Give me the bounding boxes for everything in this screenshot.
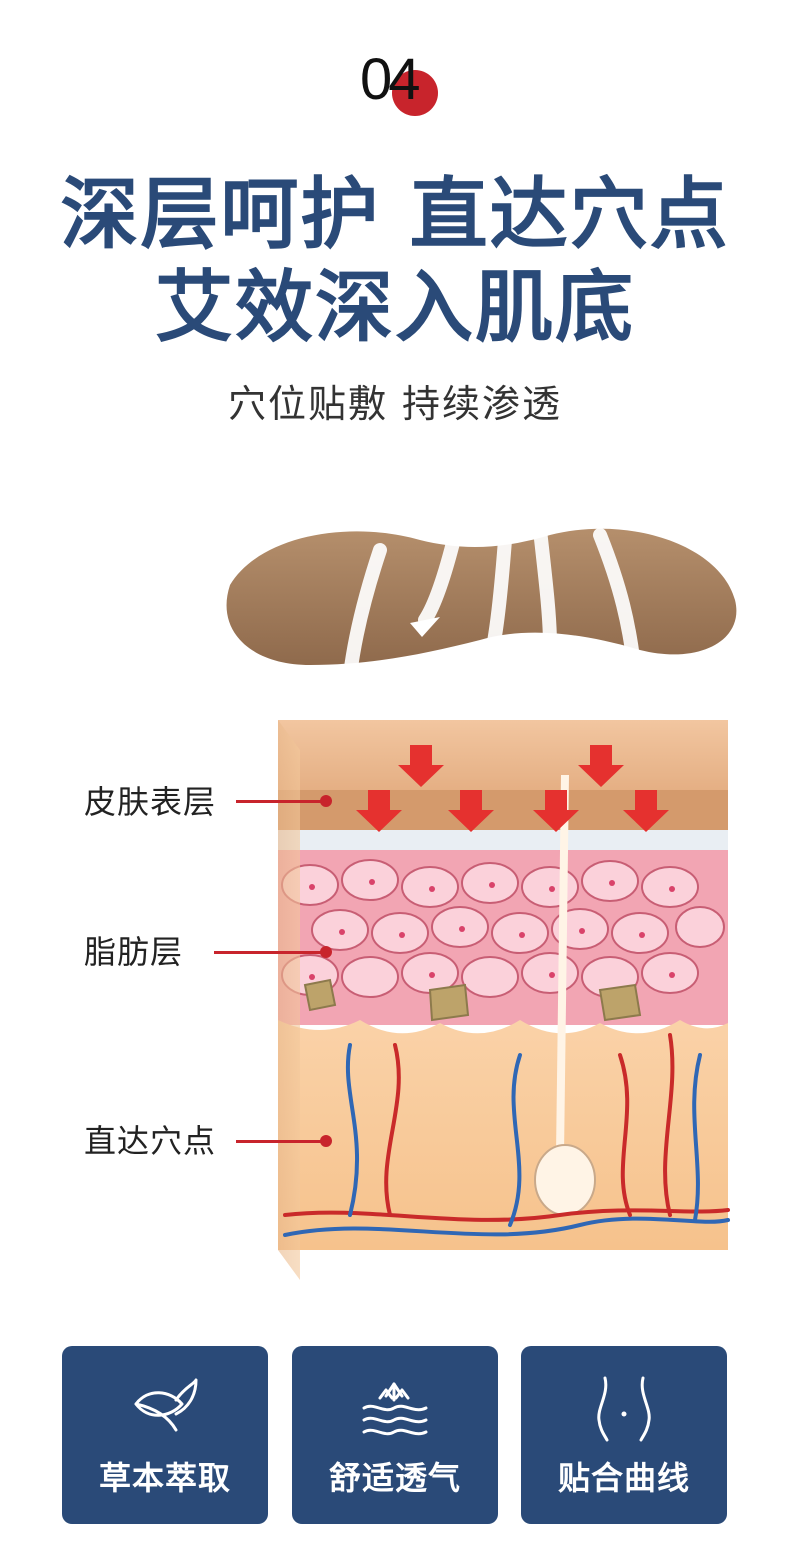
layer-label-fat-layer: 脂肪层: [84, 933, 184, 971]
layer-leader-line-skin-surface: [236, 800, 326, 803]
headline-line-1: 深层呵护 直达穴点: [60, 170, 730, 260]
headline-line-2: 艾效深入肌底: [154, 263, 635, 353]
layer-label-acupoint: 直达穴点: [84, 1122, 217, 1160]
feature-label-body-fit: 贴合曲线: [557, 1459, 690, 1497]
step-badge: 04: [355, 48, 445, 128]
layer-marker-skin-surface: [320, 795, 332, 807]
patch-shape: [226, 528, 737, 665]
subtitle: 穴位贴敷 持续渗透: [227, 382, 563, 426]
layer-leader-line-fat-layer: [214, 951, 326, 954]
feature-label-herbal: 草本萃取: [98, 1459, 231, 1497]
body-curve-icon: [597, 1376, 651, 1442]
layer-label-skin-surface: 皮肤表层: [84, 783, 217, 821]
skin-cross-section-illustration: [226, 523, 737, 1280]
feature-card-body-fit: 贴合曲线: [521, 1346, 727, 1524]
layer-marker-acupoint: [320, 1135, 332, 1147]
layer-leader-line-acupoint: [236, 1140, 326, 1143]
step-number: 04: [360, 47, 420, 112]
layer-marker-fat-layer: [320, 946, 332, 958]
feature-card-herbal: 草本萃取: [62, 1346, 268, 1524]
feature-card-breathable: 舒适透气: [292, 1346, 498, 1524]
feature-label-breathable: 舒适透气: [328, 1459, 461, 1497]
leaf-icon: [134, 1378, 198, 1432]
breathable-waves-icon: [362, 1382, 428, 1436]
step-badge-dot: [392, 70, 438, 116]
